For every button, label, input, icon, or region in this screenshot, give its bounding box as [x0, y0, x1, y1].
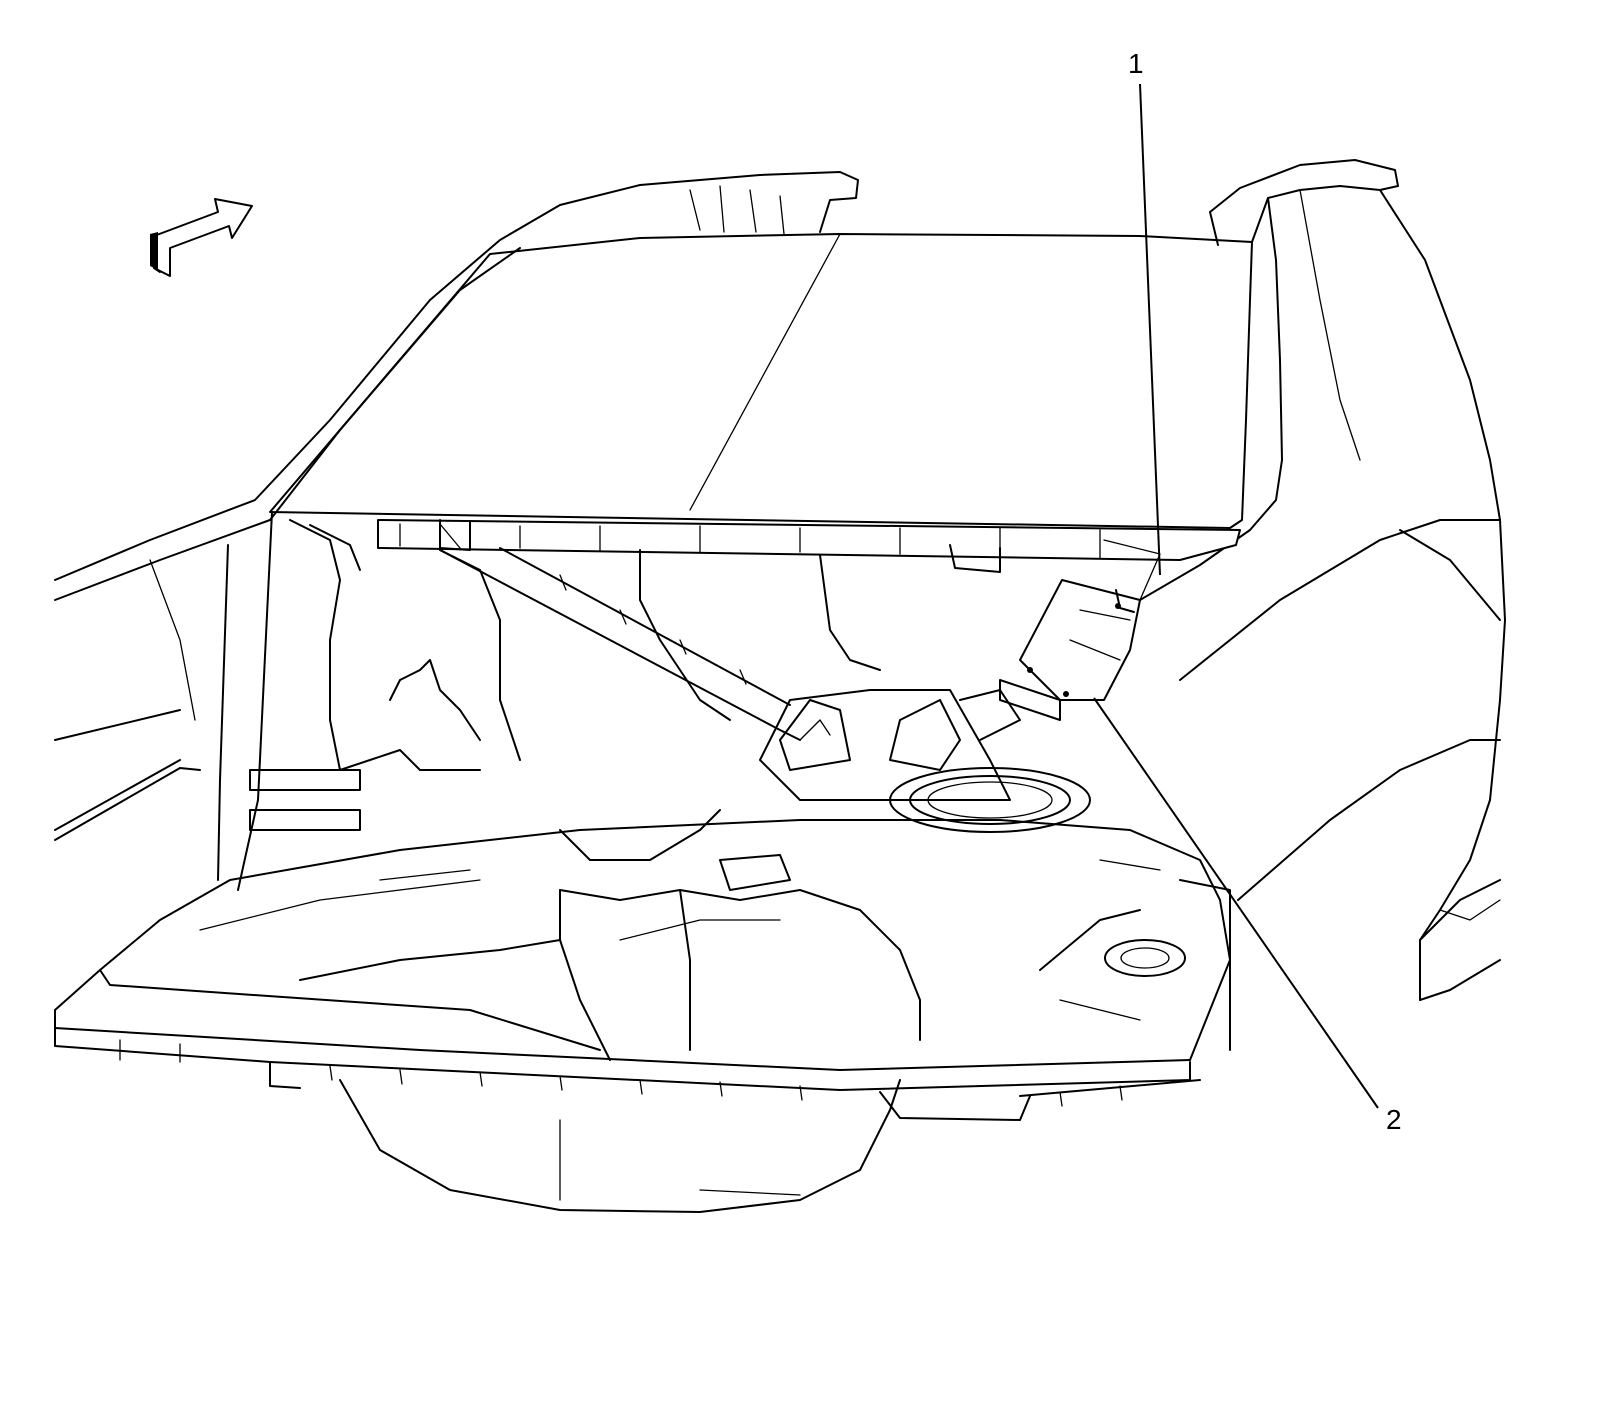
callout-1-leader	[1139, 83, 1161, 576]
package-shelf	[377, 519, 1241, 573]
right-body-side	[1139, 159, 1506, 1001]
center-bulkhead	[759, 689, 1011, 801]
module-bracket	[1019, 539, 1161, 701]
interior-panels	[249, 519, 881, 831]
left-body-side	[54, 171, 859, 891]
callout-number-2: 2	[1386, 1104, 1402, 1135]
trunk-floor	[54, 809, 1231, 1071]
callout-2-leader	[1093, 697, 1379, 1109]
rear-sill	[54, 1027, 1201, 1121]
spare-tire-well	[339, 1079, 901, 1213]
speaker	[889, 767, 1091, 833]
rear-window	[269, 233, 1253, 529]
module	[959, 679, 1061, 741]
callout-number-1: 1	[1128, 48, 1144, 79]
cross-brace	[439, 547, 801, 741]
forward-arrow-icon	[150, 198, 253, 277]
